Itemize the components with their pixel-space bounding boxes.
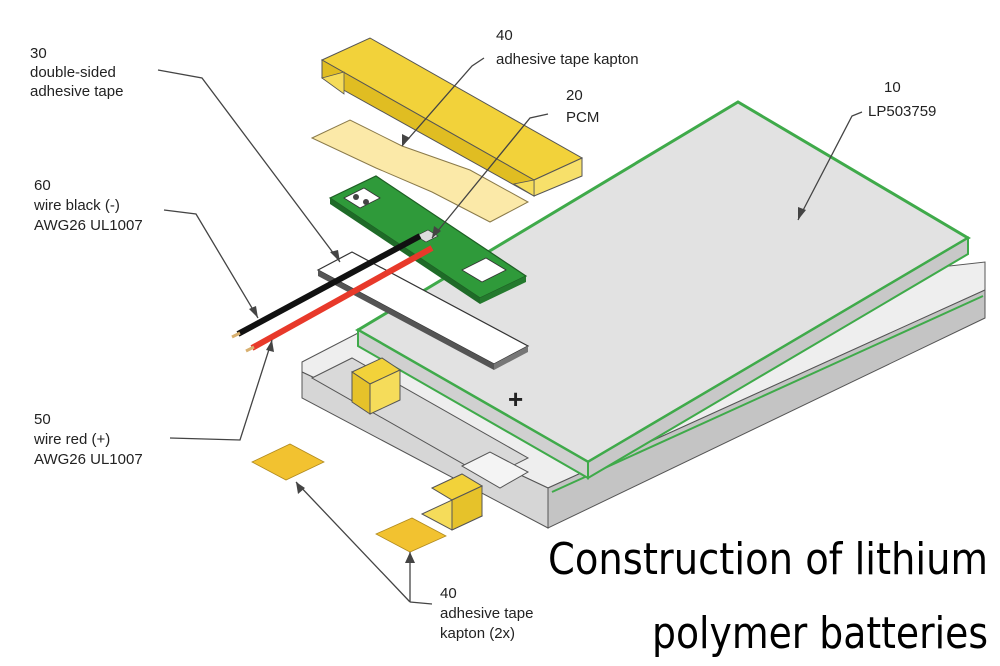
- label-line: adhesive tape: [30, 83, 123, 100]
- label-line: double-sided: [30, 64, 116, 81]
- label-line: wire red (+): [33, 431, 110, 448]
- kapton-tab-lower: [420, 473, 484, 531]
- pcm-pad-left: [343, 187, 381, 209]
- label-number: 40: [440, 585, 457, 602]
- label-kapton40-bottom: 40 adhesive tape kapton (2x): [440, 585, 533, 642]
- leader-kapton40-bottom-stub: [409, 601, 433, 605]
- label-line: PCM: [566, 109, 599, 126]
- arrow-wire50: [266, 340, 274, 352]
- pcm-board: [328, 175, 528, 304]
- leader-wire60: [163, 209, 259, 319]
- caption-line-1: Construction of lithium: [548, 534, 988, 585]
- arrow-kapton40-top: [402, 134, 410, 146]
- wire-red: [245, 245, 434, 353]
- wire-black: [231, 233, 422, 339]
- kapton-piece-2: [375, 517, 447, 553]
- label-wire50: 50 wire red (+) AWG26 UL1007: [33, 411, 143, 468]
- pcm-solder-point: [415, 229, 439, 243]
- leader-kapton40-top: [401, 57, 485, 147]
- kapton-channel: [320, 37, 584, 197]
- pcm-pad-right: [461, 257, 507, 283]
- arrow-kapton40-bottom-1: [296, 482, 305, 494]
- label-line: AWG26 UL1007: [34, 451, 143, 468]
- label-kapton40-top: 40 adhesive tape kapton: [496, 27, 639, 68]
- label-number: 30: [30, 45, 47, 62]
- label-line: wire black (-): [33, 197, 120, 214]
- cell-terminal-slot: [460, 451, 530, 489]
- label-cell10: 10 LP503759: [868, 79, 936, 120]
- arrow-cell10: [798, 207, 806, 220]
- leader-pcm20: [431, 113, 549, 239]
- label-number: 40: [496, 27, 513, 44]
- arrow-kapton40-bottom-2: [405, 552, 415, 563]
- leader-kapton40-bottom-1: [295, 481, 411, 603]
- label-wire60: 60 wire black (-) AWG26 UL1007: [33, 177, 143, 234]
- label-line: kapton (2x): [440, 625, 515, 642]
- arrow-wire60: [249, 306, 258, 318]
- label-line: LP503759: [868, 103, 936, 120]
- label-pcm20: 20 PCM: [566, 87, 599, 126]
- label-line: adhesive tape: [440, 605, 533, 622]
- label-number: 10: [884, 79, 901, 96]
- kapton-piece-1: [251, 443, 325, 481]
- leader-cell10: [797, 111, 863, 221]
- caption-line-2: polymer batteries: [652, 608, 988, 659]
- label-number: 20: [566, 87, 583, 104]
- label-line: adhesive tape kapton: [496, 51, 639, 68]
- label-tape30: 30 double-sided adhesive tape: [30, 45, 123, 100]
- cell-tray-side: [547, 289, 986, 529]
- arrow-pcm20: [432, 226, 441, 238]
- leader-wire50: [169, 339, 273, 441]
- kapton-sheet: [310, 119, 530, 223]
- kapton-tab-upper: [350, 357, 402, 415]
- cell-tray-edge-green: [551, 295, 984, 493]
- cell-pouch-side: [587, 236, 969, 480]
- label-line: AWG26 UL1007: [34, 217, 143, 234]
- polarity-mark: +: [508, 384, 523, 414]
- label-number: 50: [34, 411, 51, 428]
- arrow-tape30: [330, 250, 340, 262]
- label-number: 60: [34, 177, 51, 194]
- leader-tape30: [157, 69, 341, 263]
